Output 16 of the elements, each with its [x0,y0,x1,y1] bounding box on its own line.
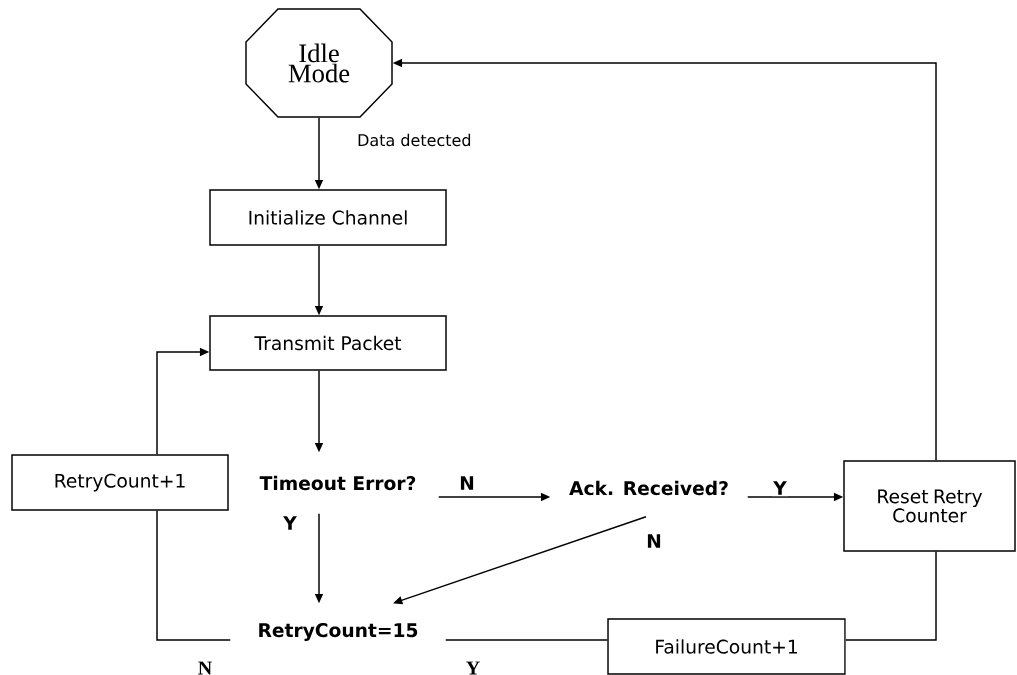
process-box: Transmit Packet [209,315,447,371]
decision-text: Ack. Received? [569,480,728,496]
edge-label: N [644,532,664,550]
edge-label: Y [464,660,482,675]
process-box: RetryCount+1 [11,454,229,511]
decision-text: Timeout Error? [259,475,416,491]
process-box: FailureCount+1 [607,618,846,675]
edge-label: Y [771,479,789,497]
edge-label: N [457,474,477,492]
process-box: Initialize Channel [209,189,447,246]
process-box: Reset Retry Counter [843,460,1016,552]
decision-text: RetryCount=15 [259,623,418,641]
edge-label: Data detected [355,132,473,148]
octagon: Idle Mode [245,8,393,118]
edge-label: Y [281,514,299,532]
edge-label: N [196,660,214,675]
